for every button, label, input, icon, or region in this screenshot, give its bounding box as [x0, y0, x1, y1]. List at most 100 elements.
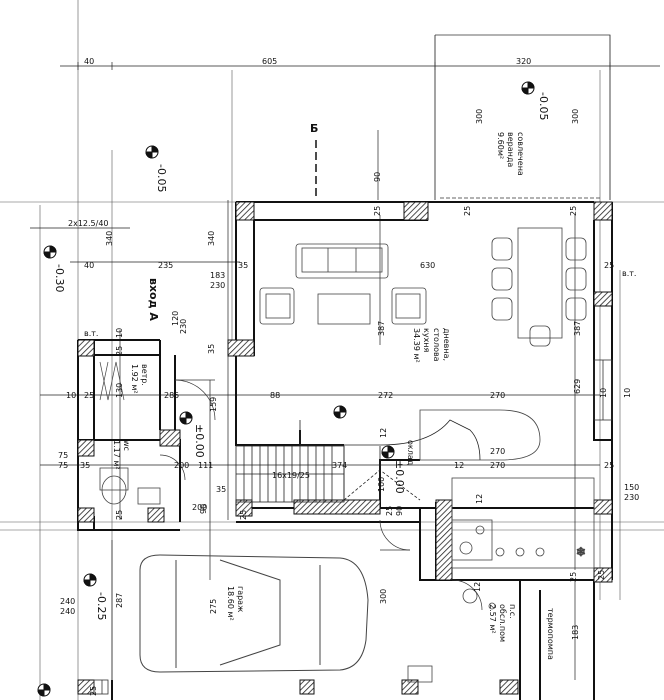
kitchen-counter: ❄ [451, 477, 595, 569]
svg-text:25: 25 [115, 510, 124, 520]
sofa [295, 243, 389, 279]
svg-text:wc: wc [122, 440, 131, 451]
svg-text:270: 270 [490, 447, 505, 456]
svg-text:130: 130 [115, 383, 124, 398]
walls [77, 201, 613, 700]
svg-text:629: 629 [573, 379, 582, 394]
svg-text:кухня: кухня [422, 328, 431, 353]
room-label-boiler: термопомпа [546, 608, 555, 660]
svg-text:340: 340 [207, 231, 216, 246]
svg-text:183: 183 [571, 625, 580, 640]
room-label-garage: гараж 18.60 м² [226, 586, 245, 621]
svg-text:совлечена: совлечена [516, 132, 525, 176]
svg-text:240: 240 [60, 597, 75, 606]
svg-text:235: 235 [158, 261, 173, 270]
svg-text:605: 605 [262, 57, 277, 66]
svg-text:25: 25 [239, 510, 248, 520]
svg-text:88: 88 [270, 391, 280, 400]
armchair-right [391, 287, 427, 325]
columns [77, 201, 613, 695]
svg-text:25: 25 [385, 506, 394, 516]
svg-text:25: 25 [569, 572, 578, 582]
svg-text:387: 387 [377, 321, 386, 336]
svg-text:25: 25 [569, 206, 578, 216]
svg-text:Б: Б [310, 122, 318, 135]
svg-text:обсл.пом: обсл.пом [498, 604, 507, 642]
svg-text:40: 40 [84, 261, 94, 270]
svg-text:25: 25 [463, 206, 472, 216]
windows [93, 359, 613, 695]
doors [159, 379, 483, 611]
svg-text:-0.05: -0.05 [155, 164, 168, 192]
room-label-storage: п.с. обсл.пом 2.57 м² [488, 604, 517, 642]
svg-text:35: 35 [207, 344, 216, 354]
svg-text:35: 35 [80, 461, 90, 470]
svg-text:270: 270 [490, 391, 505, 400]
svg-text:1.92 м²: 1.92 м² [130, 364, 139, 394]
svg-text:ветр.: ветр. [140, 364, 149, 386]
svg-text:272: 272 [378, 391, 393, 400]
svg-text:10: 10 [66, 391, 76, 400]
svg-text:120: 120 [171, 311, 180, 326]
wc-fixtures [99, 467, 161, 505]
room-label-living: дневна, столова кухня 34.39 м² [412, 328, 451, 363]
svg-text:90: 90 [373, 172, 382, 182]
svg-text:90: 90 [199, 504, 208, 514]
svg-text:±0.00: ±0.00 [393, 460, 406, 494]
coffee-table [317, 293, 371, 325]
svg-text:387: 387 [573, 321, 582, 336]
svg-text:1.17 м²: 1.17 м² [112, 440, 121, 470]
svg-text:гараж: гараж [236, 586, 245, 612]
svg-text:300: 300 [571, 109, 580, 124]
room-label-entrance: вход А [147, 278, 160, 321]
svg-text:150: 150 [624, 483, 639, 492]
svg-text:12: 12 [473, 582, 482, 592]
svg-text:230: 230 [210, 281, 225, 290]
svg-text:25: 25 [115, 346, 124, 356]
svg-text:240: 240 [60, 607, 75, 616]
dimension-labels: 40 605 320 2x12.5/40 340 340 40 235 183 … [58, 57, 639, 696]
car [139, 554, 369, 673]
svg-text:12: 12 [454, 461, 464, 470]
svg-text:25: 25 [89, 686, 98, 696]
svg-text:16x19/25: 16x19/25 [272, 471, 310, 480]
svg-text:90: 90 [395, 506, 404, 516]
room-label-wc: wc 1.17 м² [112, 440, 131, 470]
svg-text:285: 285 [164, 391, 179, 400]
dining-table [491, 227, 587, 347]
storage-fixtures [407, 588, 496, 683]
svg-text:12: 12 [475, 494, 484, 504]
svg-text:287: 287 [115, 593, 124, 608]
svg-text:320: 320 [516, 57, 531, 66]
svg-text:630: 630 [420, 261, 435, 270]
svg-text:200: 200 [192, 503, 207, 512]
svg-text:10: 10 [623, 388, 632, 398]
svg-text:40: 40 [84, 57, 94, 66]
svg-text:25: 25 [604, 261, 614, 270]
svg-text:-0.30: -0.30 [53, 264, 66, 292]
svg-text:111: 111 [198, 461, 213, 470]
svg-text:230: 230 [624, 493, 639, 502]
svg-text:35: 35 [238, 261, 248, 270]
level-labels: -0.05 -0.05 -0.30 ±0.00 ±0.00 -0.25 [53, 92, 550, 620]
veranda-outline [434, 34, 611, 200]
svg-text:12: 12 [379, 428, 388, 438]
svg-text:-0.25: -0.25 [95, 592, 108, 620]
svg-text:2.57 м²: 2.57 м² [488, 604, 497, 634]
svg-text:-0.05: -0.05 [537, 92, 550, 120]
svg-text:±0.00: ±0.00 [193, 424, 206, 458]
svg-text:10: 10 [115, 328, 124, 338]
dimension-lines [30, 62, 660, 700]
stairs [235, 419, 481, 503]
svg-text:❄: ❄ [576, 545, 586, 559]
misc-label-2: в.т. [622, 269, 636, 278]
svg-text:300: 300 [475, 109, 484, 124]
svg-text:25: 25 [84, 391, 94, 400]
svg-text:159: 159 [209, 397, 218, 412]
bar-counter [419, 409, 541, 461]
svg-text:374: 374 [332, 461, 347, 470]
svg-text:270: 270 [490, 461, 505, 470]
svg-text:230: 230 [179, 319, 188, 334]
